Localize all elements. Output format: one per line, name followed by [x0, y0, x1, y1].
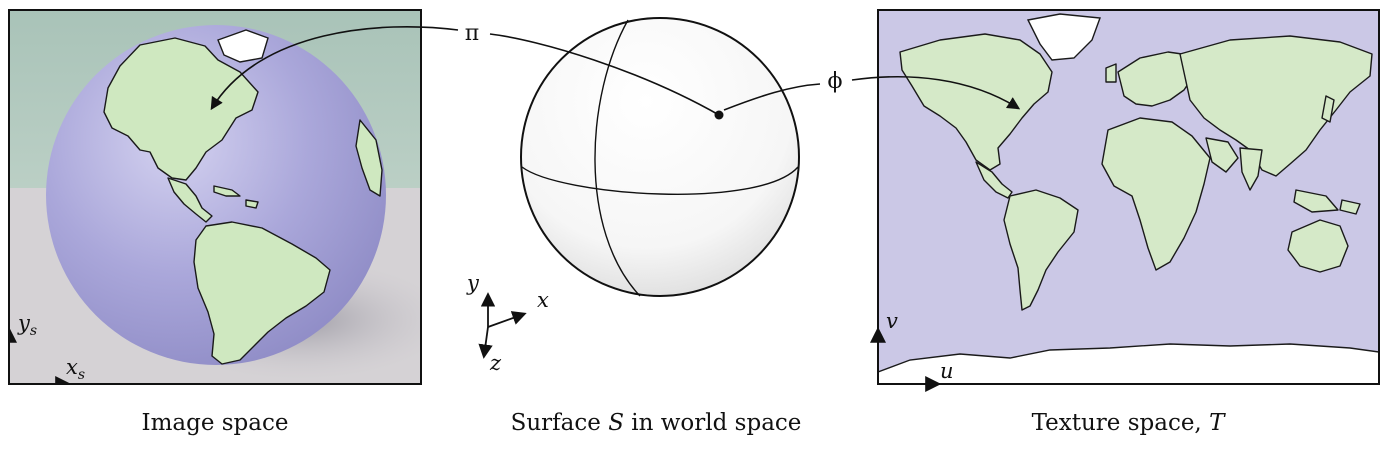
phi-label: ϕ: [828, 69, 843, 94]
image-space-frame: [8, 9, 422, 385]
world-axes: [478, 292, 527, 359]
image-space-caption: Image space: [142, 410, 289, 436]
world-space-panel: y x z Surface S in world space: [466, 17, 802, 436]
sphere-meridian: [594, 19, 641, 297]
axis-x-label: x: [537, 288, 549, 312]
texture-space-frame: [877, 9, 1380, 385]
sphere-equator: [521, 166, 799, 195]
mapping-arrows: π ϕ: [210, 21, 1021, 116]
texture-map-continents: [877, 13, 1380, 385]
pi-mapping-arrow: [489, 33, 720, 116]
texture-space-axes: [870, 326, 942, 392]
pi-label: π: [465, 21, 479, 46]
axis-ys-label: ys: [17, 311, 37, 339]
image-space-panel: ys xs Image space: [8, 9, 422, 436]
phi-mapping-arrow-head: [851, 76, 1021, 110]
axis-u-label: u: [940, 359, 954, 383]
world-space-caption: Surface S in world space: [511, 410, 802, 436]
surface-sphere: [520, 17, 800, 297]
axis-z-label: z: [489, 351, 502, 375]
pi-mapping-arrow-head: [210, 26, 459, 111]
axis-xs-label: xs: [66, 355, 85, 383]
phi-mapping-arrow: [723, 83, 821, 111]
texture-space-caption: Texture space, T: [1032, 410, 1226, 436]
globe-continents: [103, 29, 383, 365]
texture-space-panel: v u Texture space, T: [870, 9, 1380, 436]
axis-y-label: y: [466, 271, 480, 295]
axis-v-label: v: [886, 309, 898, 333]
